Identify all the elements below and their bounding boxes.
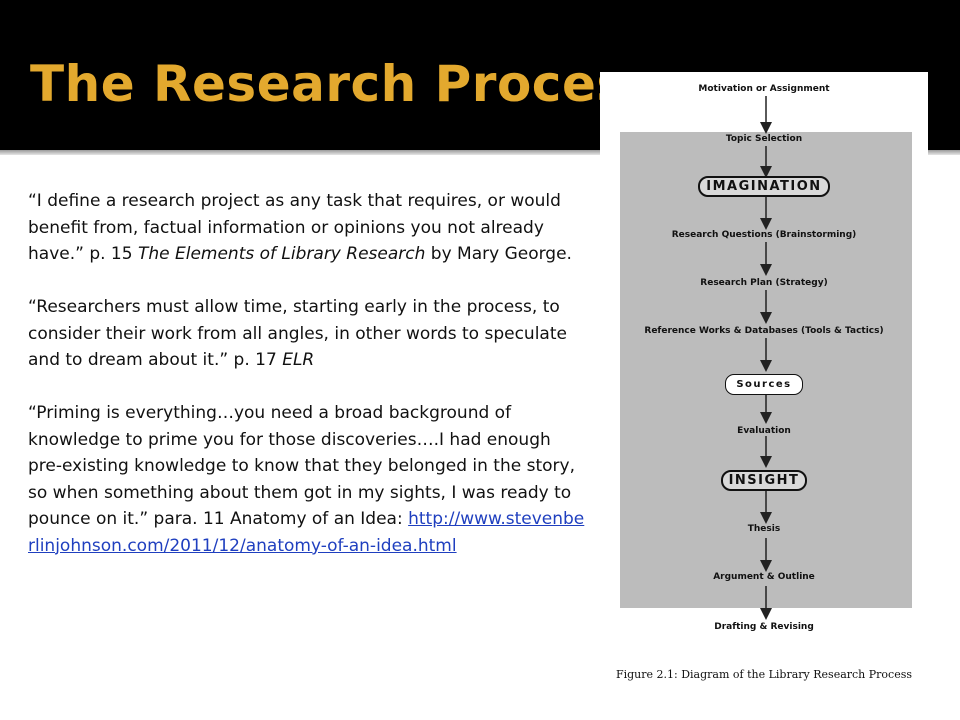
slide-title: The Research Process — [30, 55, 657, 113]
insight-label: INSIGHT — [720, 470, 808, 491]
research-process-diagram: Motivation or Assignment Topic Selection… — [600, 72, 928, 700]
sources-label: Sources — [725, 374, 803, 395]
figure-caption: Figure 2.1: Diagram of the Library Resea… — [615, 668, 913, 681]
step-insight: INSIGHT — [600, 470, 928, 491]
step-research-questions: Research Questions (Brainstorming) — [671, 230, 857, 240]
step-research-plan: Research Plan (Strategy) — [700, 278, 828, 288]
step-imagination: IMAGINATION — [600, 176, 928, 197]
quote-george-author: by Mary George. — [425, 244, 572, 264]
paragraph-gap — [28, 268, 588, 295]
quote-elr-text: “Researchers must allow time, starting e… — [28, 297, 567, 370]
elr-abbrev: ELR — [282, 350, 315, 370]
step-motivation: Motivation or Assignment — [698, 84, 830, 94]
quotes-block: “I define a research project as any task… — [28, 188, 588, 559]
diagram-arrows — [760, 96, 772, 620]
step-drafting-revising: Drafting & Revising — [714, 622, 814, 632]
quote-johnson-text: “Priming is everything…you need a broad … — [28, 403, 575, 529]
step-thesis: Thesis — [747, 524, 781, 534]
step-evaluation: Evaluation — [737, 426, 791, 436]
anatomy-of-an-idea-link[interactable]: http://www.stevenberlinjohnson.com/2011/… — [28, 509, 585, 556]
quote-elr: “Researchers must allow time, starting e… — [28, 294, 588, 374]
quote-george: “I define a research project as any task… — [28, 188, 588, 268]
paragraph-gap — [28, 374, 588, 401]
book-title: The Elements of Library Research — [137, 244, 426, 264]
step-reference-works: Reference Works & Databases (Tools & Tac… — [644, 326, 884, 336]
title-divider — [0, 150, 960, 155]
step-sources: Sources — [600, 374, 928, 395]
step-topic-selection: Topic Selection — [725, 134, 803, 144]
imagination-label: IMAGINATION — [698, 176, 830, 197]
quote-johnson: “Priming is everything…you need a broad … — [28, 400, 588, 559]
step-argument-outline: Argument & Outline — [713, 572, 815, 582]
quote-george-text: “I define a research project as any task… — [28, 191, 561, 264]
